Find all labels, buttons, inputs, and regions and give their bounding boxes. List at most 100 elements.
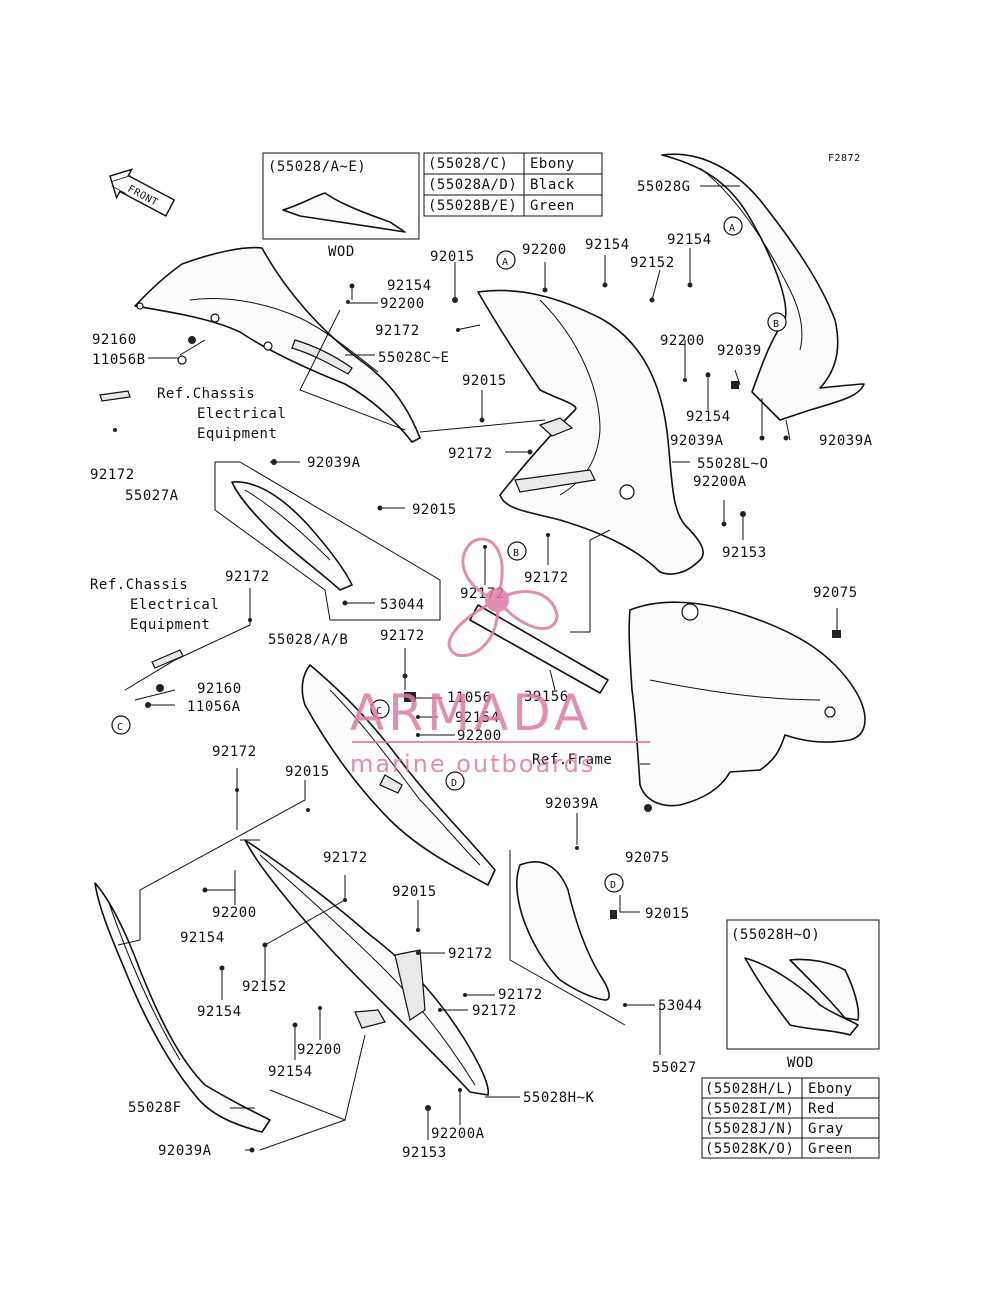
part-label: 92015 <box>412 502 457 518</box>
ref-frame-label: Ref.Frame <box>532 752 612 768</box>
table-cell: Red <box>808 1101 835 1117</box>
part-label: 55028L~O <box>697 456 768 472</box>
rod-part <box>151 649 184 669</box>
part-label: 92152 <box>242 979 287 995</box>
part-label: 92154 <box>180 930 225 946</box>
inset-right: (55028H~O) WOD <box>726 919 880 1071</box>
table-cell: Green <box>530 198 575 214</box>
part-label: 92172 <box>225 569 270 585</box>
propeller-icon <box>447 537 559 657</box>
part-label: 55028G <box>637 179 691 195</box>
ref-chassis-label: Ref.Chassis <box>157 386 255 402</box>
leader-lines <box>117 185 838 1151</box>
part-label: 92015 <box>645 906 690 922</box>
part-labels: 55028G 92015 92200 92154 92154 92152 921… <box>90 179 873 1161</box>
table-cell: Green <box>808 1141 853 1157</box>
table-cell: (55028K/O) <box>705 1141 794 1157</box>
part-label: 92039 <box>717 343 762 359</box>
callout-b: B <box>513 548 520 559</box>
table-cell: Gray <box>808 1121 844 1137</box>
callout-a: A <box>502 257 509 268</box>
part-label: 92039A <box>307 455 361 471</box>
part-label: 92015 <box>430 249 475 265</box>
color-table-top: (55028/C) Ebony (55028A/D) Black (55028B… <box>423 152 603 217</box>
part-label: 92039A <box>670 433 724 449</box>
part-label: 92154 <box>667 232 712 248</box>
part-label: 92172 <box>90 467 135 483</box>
ref-chassis-label: Electrical <box>197 406 286 422</box>
main-lower-cowl-part <box>244 839 490 1096</box>
inset-top-title: (55028/A~E) <box>268 159 366 175</box>
part-label: 92015 <box>285 764 330 780</box>
part-label: 92153 <box>402 1145 447 1161</box>
part-label: 92172 <box>380 628 425 644</box>
table-cell: (55028A/D) <box>428 177 517 193</box>
part-label: 92172 <box>323 850 368 866</box>
part-label: 55027A <box>125 488 179 504</box>
ref-chassis-label: Equipment <box>197 426 277 442</box>
inset-right-caption: WOD <box>787 1055 814 1071</box>
right-lower-panel-part <box>516 861 610 1001</box>
ref-chassis-label: Electrical <box>130 597 219 613</box>
part-label: 55028C~E <box>378 350 449 366</box>
callout-a: A <box>729 223 736 234</box>
table-cell: (55028H/L) <box>705 1081 794 1097</box>
part-label: 92200 <box>457 728 502 744</box>
part-label: 92172 <box>212 744 257 760</box>
callout-d: D <box>610 880 617 891</box>
part-label: 53044 <box>380 597 425 613</box>
part-label: 92200A <box>431 1126 485 1142</box>
table-cell: (55028/C) <box>428 156 508 172</box>
callout-c: C <box>117 722 124 733</box>
part-label: 92039A <box>819 433 873 449</box>
part-label: 92160 <box>197 681 242 697</box>
part-label: 92200 <box>522 242 567 258</box>
part-label: 92015 <box>392 884 437 900</box>
part-label: 92154 <box>455 710 500 726</box>
watermark-logo: ARMADA marine outboards <box>350 537 650 778</box>
part-label: 92172 <box>472 1003 517 1019</box>
watermark-brand: ARMADA <box>350 684 592 742</box>
part-label: 92075 <box>625 850 670 866</box>
part-label: 92154 <box>686 409 731 425</box>
part-label: 55028/A/B <box>268 632 348 648</box>
part-label: 92152 <box>630 255 675 271</box>
front-arrow-icon: FRONT <box>109 168 176 217</box>
table-cell: (55028B/E) <box>428 198 517 214</box>
inner-panel-part <box>231 481 353 591</box>
part-label: 92153 <box>722 545 767 561</box>
part-label: 92172 <box>375 323 420 339</box>
figure-code: F2872 <box>828 153 861 164</box>
part-label: 92039A <box>158 1143 212 1159</box>
table-cell: (55028J/N) <box>705 1121 794 1137</box>
part-label: 55027 <box>652 1060 697 1076</box>
part-label: 39156 <box>524 689 569 705</box>
part-label: 92200 <box>212 905 257 921</box>
table-cell: Ebony <box>530 156 575 172</box>
part-label: 11056A <box>187 699 241 715</box>
inset-right-title: (55028H~O) <box>731 927 820 943</box>
part-label: 53044 <box>658 998 703 1014</box>
table-cell: (55028I/M) <box>705 1101 794 1117</box>
reference-notes: Ref.Chassis Electrical Equipment Ref.Cha… <box>90 386 612 768</box>
inset-top-caption: WOD <box>328 244 355 260</box>
part-label: 92200 <box>660 333 705 349</box>
bracket-part <box>469 604 609 694</box>
ref-chassis-label: Ref.Chassis <box>90 577 188 593</box>
watermark-tagline: marine outboards <box>350 750 595 778</box>
part-label: 92154 <box>387 278 432 294</box>
part-label: 11056 <box>447 690 492 706</box>
part-label: 92200A <box>693 474 747 490</box>
table-cell: Ebony <box>808 1081 853 1097</box>
callout-d: D <box>451 778 458 789</box>
frame-part <box>628 601 866 807</box>
part-label: 55028H~K <box>523 1090 595 1106</box>
part-label: 92154 <box>268 1064 313 1080</box>
part-label: 11056B <box>92 352 146 368</box>
part-label: 92154 <box>585 237 630 253</box>
callout-b: B <box>773 319 780 330</box>
rod-part <box>99 390 131 402</box>
table-cell: Black <box>530 177 575 193</box>
part-label: 92172 <box>448 446 493 462</box>
